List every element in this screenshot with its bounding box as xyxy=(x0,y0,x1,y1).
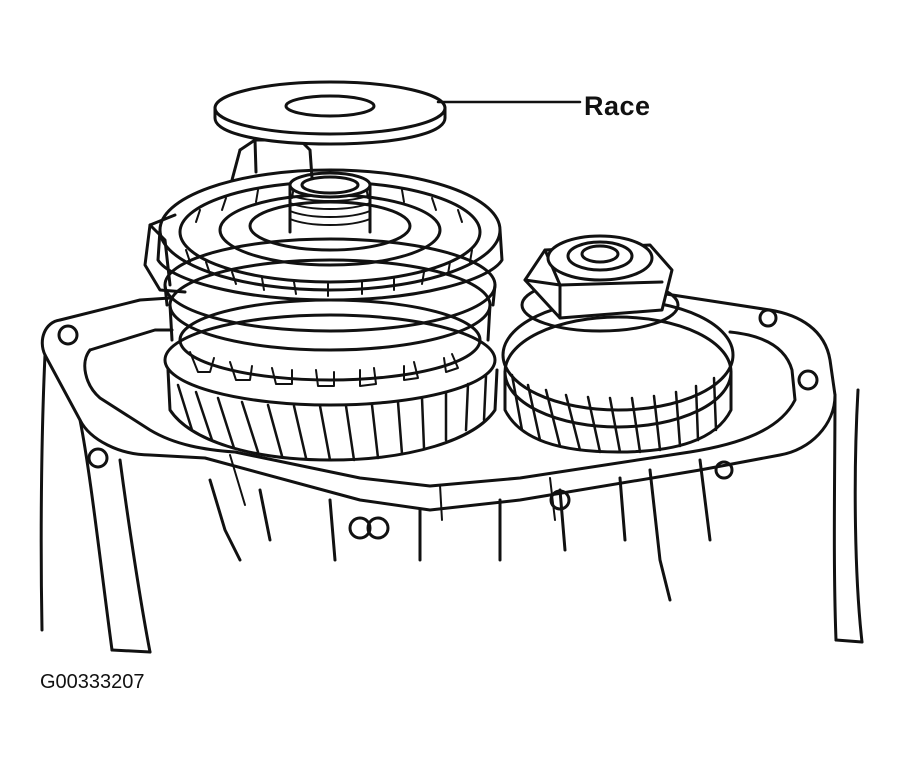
bolt-holes xyxy=(57,308,819,540)
mainshaft-gear-assembly xyxy=(143,138,504,462)
countershaft-gear xyxy=(501,234,735,454)
figure-code: G00333207 xyxy=(40,671,145,693)
race-washer xyxy=(213,80,447,146)
race-callout-label: Race xyxy=(584,91,651,121)
transaxle-case xyxy=(39,288,864,654)
